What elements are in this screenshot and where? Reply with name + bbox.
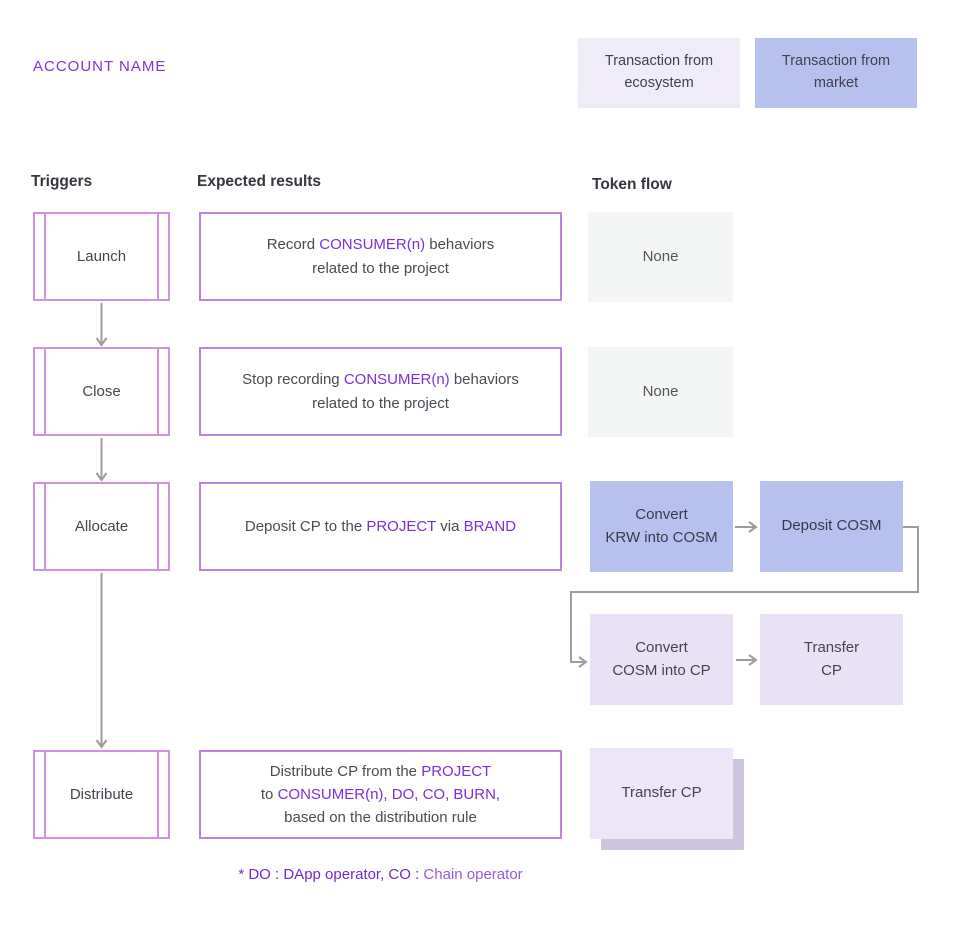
footnote: * DO : DApp operator, CO : Chain operato… [199,866,562,883]
expected-box-close: Stop recording CONSUMER(n) behaviors rel… [199,347,562,436]
trigger-label-launch: Launch [76,248,127,265]
trigger-box-close: Close [33,347,170,436]
account-name-label: ACCOUNT NAME [33,58,167,75]
arrowhead-deposit-to-convert [578,656,588,668]
legend-ecosystem-label: Transaction from ecosystem [604,53,714,91]
column-header-token-flow: Token flow [592,176,672,193]
legend-market-label: Transaction from market [781,53,891,91]
legend-transaction-ecosystem: Transaction from ecosystem [578,38,740,108]
token-box-none-close: None [588,347,733,437]
expected-box-distribute: Distribute CP from the PROJECT to CONSUM… [199,750,562,839]
expected-box-allocate: Deposit CP to the PROJECT via BRAND [199,482,562,571]
expected-text-allocate: Deposit CP to the PROJECT via BRAND [244,517,517,535]
trigger-label-distribute: Distribute [69,786,134,803]
token-box-none-launch: None [588,212,733,302]
footnote-light: Chain operator [423,866,523,883]
token-box-transfer-cp: Transfer CP [760,614,903,705]
expected-box-launch: Record CONSUMER(n) behaviors related to … [199,212,562,301]
trigger-box-distribute: Distribute [33,750,170,839]
column-header-triggers: Triggers [31,173,93,190]
arrowhead-convert-deposit [748,521,758,533]
arrowhead-allocate-distribute [95,739,108,749]
trigger-box-allocate: Allocate [33,482,170,571]
token-box-convert-cosm-cp: Convert COSM into CP [590,614,733,705]
arrowhead-launch-close [95,337,108,347]
token-box-transfer-cp-distribute: Transfer CP [590,748,733,839]
legend-transaction-market: Transaction from market [755,38,917,108]
trigger-label-close: Close [82,383,121,400]
column-header-expected-results: Expected results [197,173,322,190]
token-box-convert-krw-cosm: Convert KRW into COSM [590,481,733,572]
arrowhead-convert-transfer [748,654,758,666]
arrowhead-close-allocate [95,472,108,482]
footnote-main: * DO : DApp operator, CO : [238,866,424,883]
token-box-deposit-cosm: Deposit COSM [760,481,903,572]
trigger-label-allocate: Allocate [74,518,129,535]
expected-text-distribute: Distribute CP from the PROJECT to CONSUM… [260,762,501,827]
expected-text-launch: Record CONSUMER(n) behaviors related to … [266,236,495,277]
expected-text-close: Stop recording CONSUMER(n) behaviors rel… [242,371,519,412]
trigger-box-launch: Launch [33,212,170,301]
